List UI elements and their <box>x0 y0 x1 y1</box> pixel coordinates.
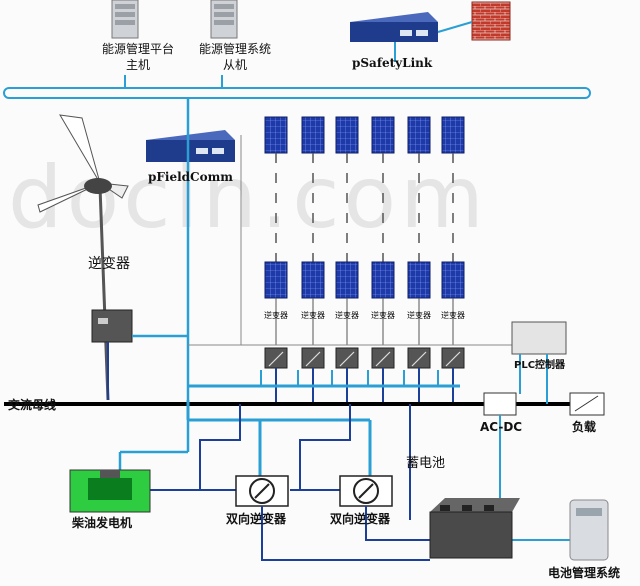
solar-panel-bottom <box>335 261 359 299</box>
network-backbone <box>3 75 591 99</box>
ac-bus-label: 交流母线 <box>8 398 57 412</box>
watermark: docin.com <box>8 148 488 248</box>
bidir-inverter-1 <box>235 475 289 507</box>
server-main-label-line2: 主机 <box>125 58 151 72</box>
acdc-label: AC-DC <box>480 420 523 434</box>
pv-inverter-label: 逆变器 <box>441 311 465 320</box>
pv-column-1 <box>260 116 288 404</box>
pfieldcomm-label: pFieldComm <box>148 170 234 184</box>
pv-inverter-box <box>301 347 325 369</box>
bms-device <box>569 499 609 561</box>
pv-inverter-box <box>441 347 465 369</box>
solar-panel-bottom <box>301 261 325 299</box>
pv-inverter-box <box>407 347 431 369</box>
pv-inverter-label: 逆变器 <box>371 311 395 320</box>
solar-panel-top <box>264 116 288 154</box>
solar-panel-top <box>335 116 359 154</box>
solar-panel-top <box>407 116 431 154</box>
bidir-inverter-2-label: 双向逆变器 <box>330 512 391 526</box>
load-label: 负载 <box>572 420 597 434</box>
pfieldcomm-device <box>146 130 235 162</box>
psafetylink-label: pSafetyLink <box>352 56 433 70</box>
pv-column-2 <box>297 116 325 404</box>
bidir-inverter-2 <box>339 475 393 507</box>
pv-column-3 <box>331 116 359 404</box>
server-main <box>111 0 139 39</box>
server-slave-label-line1: 能源管理系统 <box>198 42 272 56</box>
bidir-inverter-1-label: 双向逆变器 <box>226 512 287 526</box>
pv-inverter-label: 逆变器 <box>264 311 288 320</box>
diesel-generator <box>69 469 151 513</box>
server-main-label-line1: 能源管理平台 <box>101 42 175 56</box>
solar-array <box>240 116 465 404</box>
server-slave <box>210 0 238 39</box>
server-slave-label-line2: 从机 <box>222 58 248 72</box>
battery-label: 蓄电池 <box>406 456 446 471</box>
pv-column-6 <box>437 116 465 404</box>
firewall-icon <box>471 1 511 41</box>
diesel-label: 柴油发电机 <box>72 516 133 530</box>
plc-box <box>511 321 567 355</box>
solar-panel-top <box>371 116 395 154</box>
pv-inverter-label: 逆变器 <box>407 311 431 320</box>
pv-column-5 <box>403 116 431 404</box>
pv-inverter-box <box>335 347 359 369</box>
wind-inverter-box <box>91 309 133 343</box>
plc-label: PLC控制器 <box>514 360 566 371</box>
wind-turbine <box>37 114 129 401</box>
solar-panel-bottom <box>264 261 288 299</box>
pv-inverter-label: 逆变器 <box>301 311 325 320</box>
solar-panel-bottom <box>407 261 431 299</box>
solar-panel-bottom <box>441 261 465 299</box>
bms-label: 电池管理系统 <box>548 566 621 580</box>
acdc-box <box>483 392 517 416</box>
wind-inverter-label: 逆变器 <box>88 256 130 272</box>
battery-bank <box>429 498 520 559</box>
pv-inverter-box <box>371 347 395 369</box>
solar-panel-top <box>441 116 465 154</box>
pv-inverter-box <box>264 347 288 369</box>
pv-inverter-label: 逆变器 <box>335 311 359 320</box>
solar-panel-bottom <box>371 261 395 299</box>
load-box <box>569 392 605 416</box>
psafetylink-device <box>350 12 438 42</box>
pv-column-4 <box>367 116 395 404</box>
solar-panel-top <box>301 116 325 154</box>
